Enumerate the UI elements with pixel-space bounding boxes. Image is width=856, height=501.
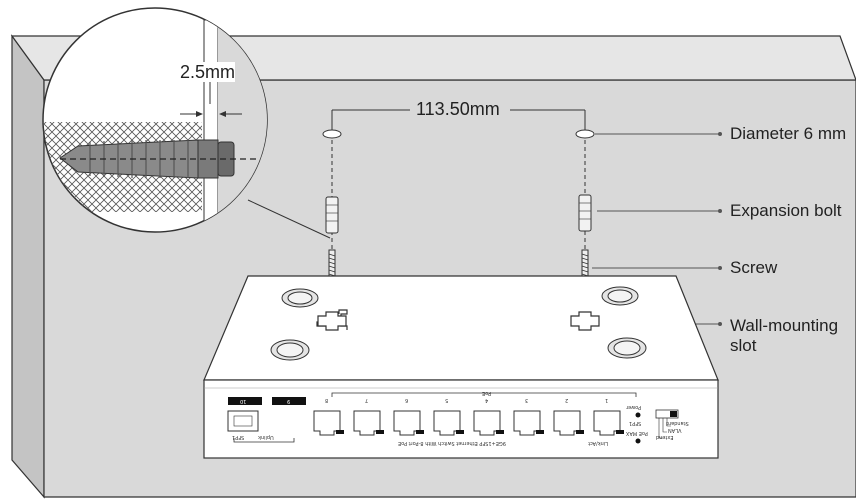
switch-label-standard: Standard — [666, 420, 689, 426]
screw-callout: Screw — [730, 258, 778, 277]
wall-mounting-slot-callout: Wall-mounting slot — [730, 316, 839, 355]
port-led-1 — [616, 430, 624, 434]
sfp-label: SFP1 — [232, 434, 245, 440]
sfp-led-label: SFP1 — [629, 420, 642, 426]
hole-spacing-dimension — [331, 109, 586, 130]
wall-gap-label: 2.5mm — [180, 62, 236, 82]
diameter-callout: Diameter 6 mm — [730, 124, 847, 143]
switch-device — [203, 275, 719, 459]
port-led-5 — [456, 430, 464, 434]
drill-hole-left — [322, 129, 342, 139]
port-number-8: 8 — [325, 397, 329, 403]
rj45-port-5 — [433, 410, 461, 436]
port-led-6 — [416, 430, 424, 434]
hole-spacing-label: 113.50mm — [412, 99, 504, 119]
port-number-2: 2 — [565, 397, 569, 403]
wall-side — [11, 34, 45, 499]
expansion-bolt-callout: Expansion bolt — [730, 201, 842, 220]
port-number-1: 1 — [605, 397, 609, 403]
port-number-3: 3 — [525, 397, 529, 403]
rj45-ports — [313, 410, 624, 436]
uplink-number-10: 10 — [240, 398, 247, 404]
switch-label-vlan: VLAN — [668, 427, 682, 433]
rj45-port-3 — [513, 410, 541, 436]
port-led-2 — [576, 430, 584, 434]
rj45-port-8 — [313, 410, 341, 436]
port-led-3 — [536, 430, 544, 434]
switch-label-extend: Extend — [656, 434, 674, 440]
uplink-label: Uplink — [258, 434, 274, 440]
rj45-port-2 — [553, 410, 581, 436]
model-text: 9GE+1SFP Ethernet Switch With 8-Port PoE — [398, 440, 506, 446]
rj45-port-6 — [393, 410, 421, 436]
poe-label: PoE — [482, 390, 492, 396]
port-number-5: 5 — [445, 397, 449, 403]
uplink-number-9: 9 — [287, 398, 291, 404]
poe-max-label: PoE MAX — [626, 430, 648, 436]
rj45-port-7 — [353, 410, 381, 436]
mounting-slot-icon — [316, 309, 600, 331]
rj45-port-4 — [473, 410, 501, 436]
drill-hole-right — [575, 129, 595, 139]
port-number-4: 4 — [485, 397, 489, 403]
sfp-port — [227, 410, 259, 432]
port-led-8 — [336, 430, 344, 434]
device-feet — [270, 286, 647, 361]
port-led-4 — [496, 430, 504, 434]
link-act-label: Link/Act — [588, 440, 608, 446]
expansion-bolt-icon — [325, 194, 592, 234]
rj45-port-1 — [593, 410, 621, 436]
port-led-7 — [376, 430, 384, 434]
poe-bracket — [233, 392, 637, 443]
power-label: Power — [626, 404, 642, 410]
port-number-6: 6 — [405, 397, 409, 403]
port-number-7: 7 — [365, 397, 369, 403]
